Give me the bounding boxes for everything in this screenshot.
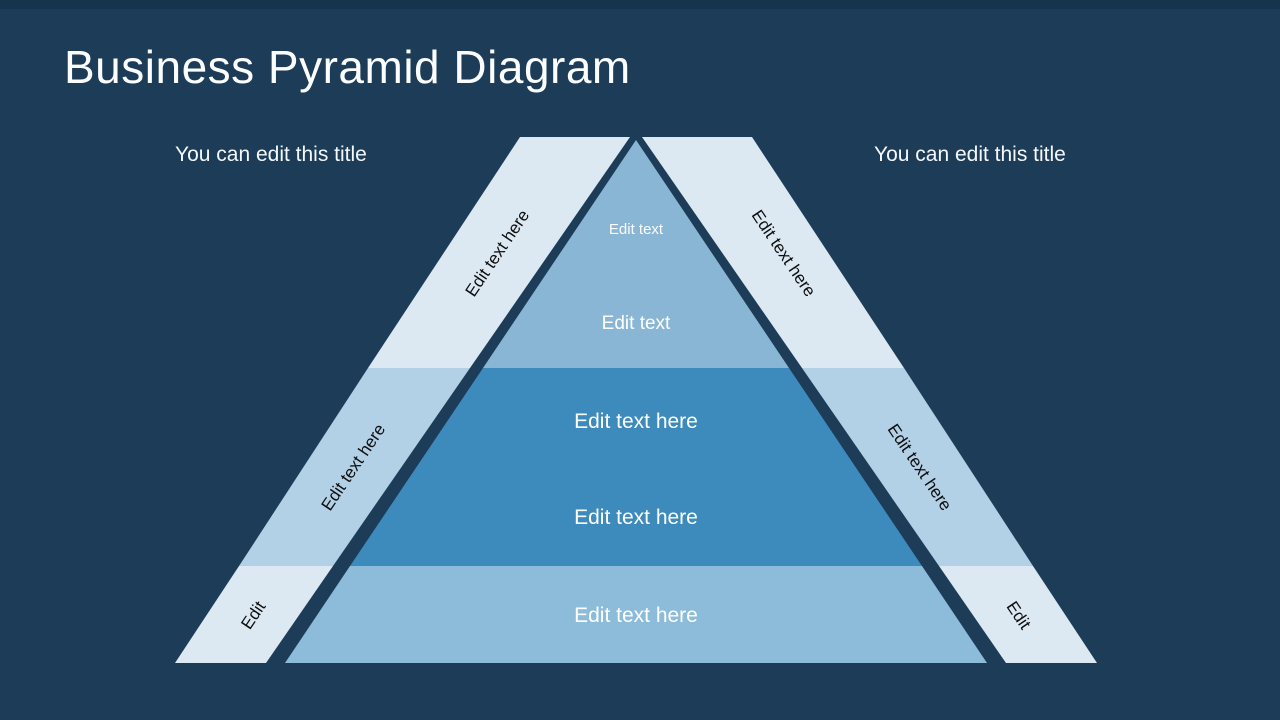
slide-title: Business Pyramid Diagram [64, 41, 631, 93]
ribbon-right-bottom-segment [939, 566, 1097, 663]
pyramid-top-level-label-2: Edit text [602, 313, 671, 334]
pyramid-top-level-label-1: Edit text [609, 221, 664, 238]
pyramid-middle-level [350, 368, 922, 566]
ribbon-right-top-segment [642, 137, 904, 368]
caption-left: You can edit this title [175, 143, 367, 166]
top-edge-bar [0, 0, 1280, 9]
ribbon-left-top-segment [368, 137, 630, 368]
ribbon-right-middle-segment [802, 368, 1033, 566]
pyramid-bottom-level-label: Edit text here [574, 604, 698, 627]
ribbon-left-bottom-segment [175, 566, 333, 663]
pyramid-bottom-level [285, 566, 987, 663]
caption-right: You can edit this title [874, 143, 1066, 166]
ribbon-left-middle-segment [239, 368, 470, 566]
pyramid-top-level [483, 140, 789, 368]
pyramid-middle-level-label-1: Edit text here [574, 410, 698, 433]
pyramid-middle-level-label-2: Edit text here [574, 506, 698, 529]
